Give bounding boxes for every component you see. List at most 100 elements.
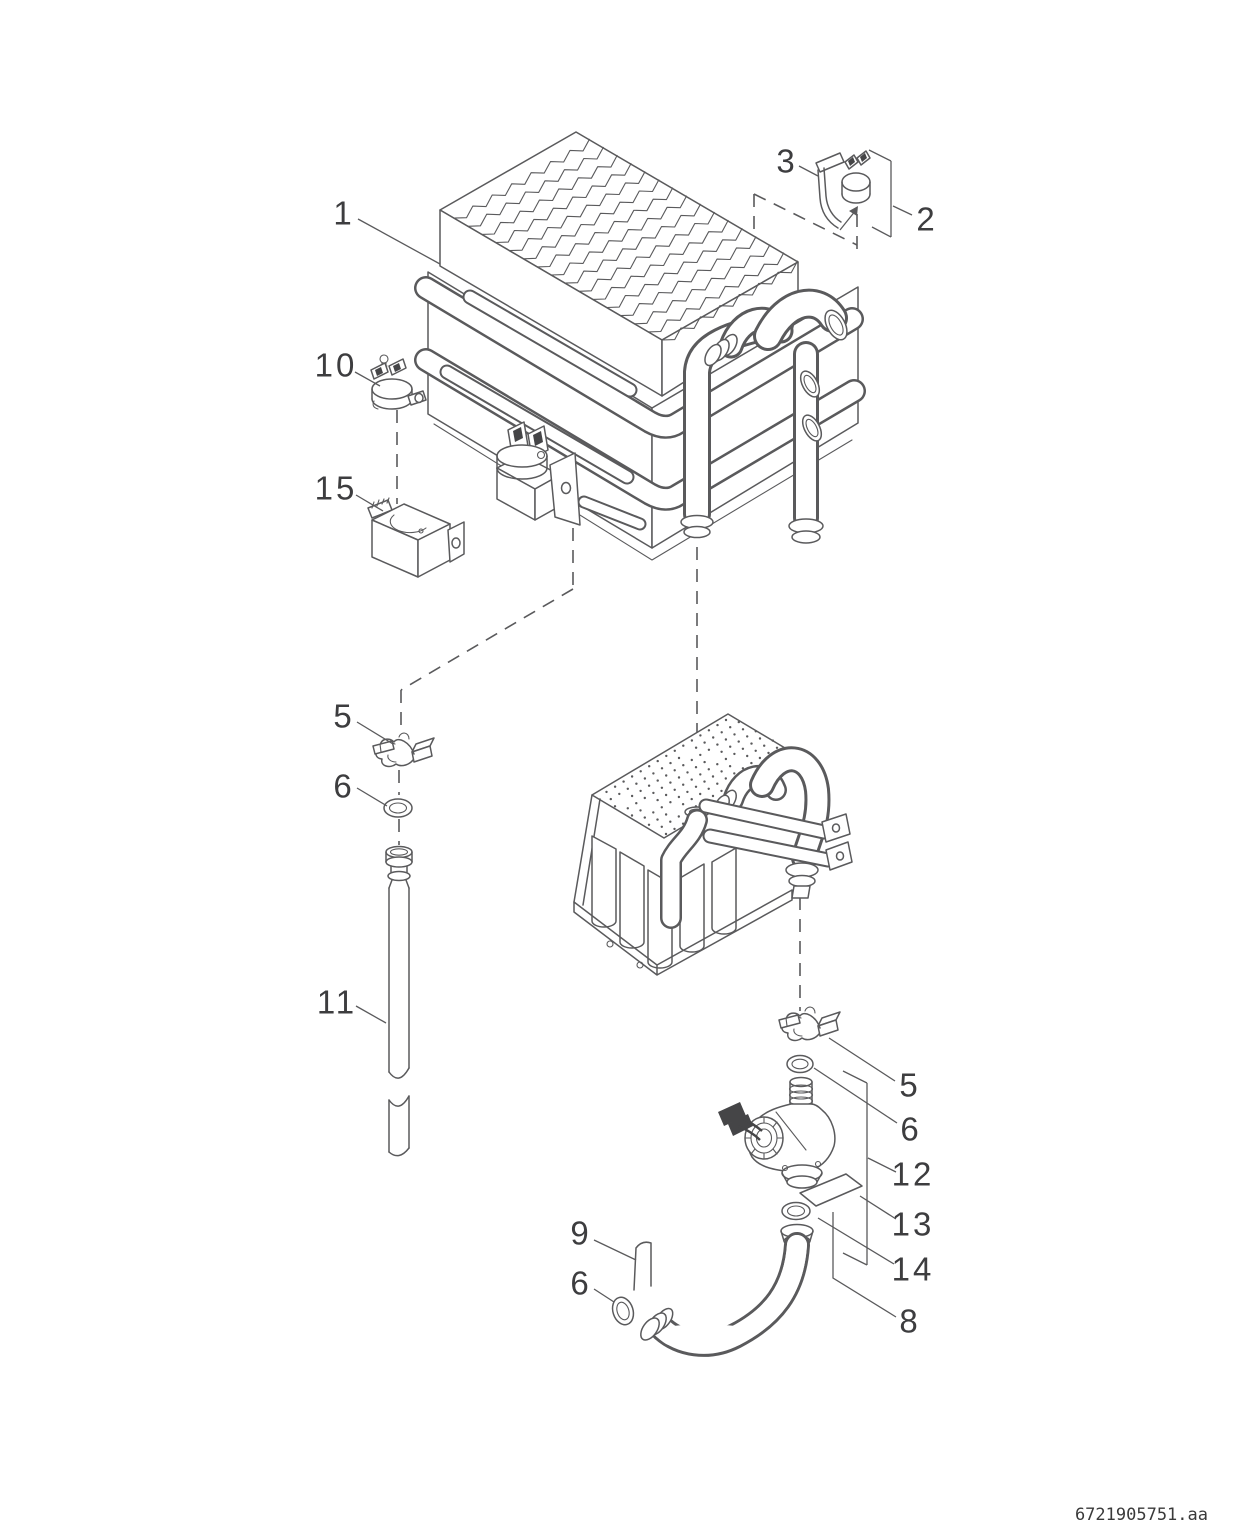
fin-line: [647, 252, 785, 333]
o-ring-6-left: [383, 798, 413, 818]
fin-line: [605, 228, 743, 309]
perforation-dot: [656, 818, 659, 821]
perforation-dot: [716, 723, 719, 727]
perforation-dot: [724, 718, 728, 722]
callout-label-5: 5: [899, 1067, 920, 1104]
manifold-tubes: [591, 835, 737, 969]
fin-line: [564, 203, 701, 284]
perforation-dot: [720, 731, 723, 734]
callout-label-13: 13: [892, 1206, 935, 1243]
perforation-dot: [699, 773, 702, 776]
fin-line: [481, 154, 618, 235]
perforation-dot: [681, 803, 685, 806]
retaining-clip: [372, 732, 435, 768]
perforation-dot: [737, 740, 740, 743]
callout-label-12: 12: [892, 1156, 935, 1193]
callout-leader-lines: [354, 165, 898, 1318]
perforation-dot: [664, 813, 668, 816]
perforation-dot: [630, 814, 634, 817]
fin-line: [508, 171, 646, 252]
callout-label-15: 15: [315, 470, 358, 507]
perforation-dot: [677, 776, 681, 779]
o-ring-6-right: [786, 1054, 814, 1074]
perforation-dot: [635, 802, 638, 805]
pin-part9: [633, 1241, 652, 1291]
perforation-dot: [733, 733, 736, 736]
callout-label-10: 10: [315, 347, 358, 384]
fin-line: [494, 163, 632, 244]
perforation-dot: [673, 749, 676, 752]
connection-pipes: [680, 288, 848, 544]
perforation-dot: [711, 775, 715, 778]
perforation-dot: [677, 756, 681, 760]
o-ring-6-bottom: [611, 1296, 635, 1326]
perforation-dot: [656, 779, 659, 782]
perforation-dot: [750, 761, 753, 765]
fin-line: [453, 138, 590, 219]
bracket-part15: [367, 497, 465, 578]
mounted-thermostat: [496, 421, 581, 526]
perforation-dot: [682, 764, 685, 767]
callout-label-6: 6: [333, 768, 354, 805]
perforation-dot: [771, 739, 774, 742]
perforation-dot: [630, 794, 634, 798]
callout-label-5: 5: [333, 698, 354, 735]
perforation-dot: [613, 805, 617, 808]
perforation-dot: [716, 743, 719, 746]
perforation-dot: [648, 765, 651, 768]
perforation-dot: [660, 786, 664, 789]
perforation-dot: [707, 768, 710, 771]
perforation-dot: [669, 820, 672, 823]
perforation-dot: [652, 772, 655, 775]
fin-line: [633, 244, 771, 325]
perforation-dot: [677, 815, 680, 818]
callout-label-3: 3: [776, 143, 797, 180]
thermostat-part10: [370, 354, 427, 410]
fin-line: [550, 195, 688, 276]
perforation-dot: [652, 791, 655, 795]
perforation-dot: [686, 771, 689, 774]
perforation-dot: [754, 730, 757, 733]
wrap-pipes: [414, 276, 866, 511]
perforation-dot: [673, 788, 676, 791]
pipe-part8: [640, 1223, 814, 1357]
perforation-dot: [647, 784, 651, 787]
perforation-dot: [763, 744, 766, 747]
o-ring-14: [781, 1201, 811, 1221]
fin-line: [467, 146, 604, 227]
perforation-dot: [703, 780, 706, 783]
perforation-dot: [643, 796, 646, 800]
perforation-dot: [690, 758, 693, 762]
burner-manifold-assembly: [573, 713, 853, 976]
perforation-dot: [665, 774, 668, 777]
perforation-dot: [758, 737, 762, 740]
panel-slots: [439, 289, 647, 531]
perforation-dot: [746, 735, 749, 738]
perforation-dot: [643, 777, 647, 780]
perforation-dot: [724, 757, 728, 761]
perforation-dot: [639, 789, 642, 793]
perforation-dot: [703, 760, 706, 764]
perforation-dot: [639, 809, 642, 812]
flow-sensor-part12: [718, 1076, 836, 1189]
callout-label-14: 14: [892, 1251, 935, 1288]
perforation-dot: [686, 790, 689, 794]
perforation-dot: [724, 738, 728, 741]
perforation-dot: [673, 827, 676, 831]
callout-label-9: 9: [570, 1215, 591, 1252]
callout-label-6: 6: [570, 1265, 591, 1302]
fin-line: [522, 179, 660, 260]
perforation-dot: [660, 825, 663, 828]
perforation-dot: [711, 794, 715, 798]
callout-label-1: 1: [333, 195, 354, 232]
pipe-part11: [385, 845, 413, 1157]
perforation-dot: [690, 797, 693, 801]
perforation-dot: [609, 797, 612, 801]
perforation-dot: [690, 739, 694, 742]
gasket-part13: [799, 1173, 863, 1207]
perforation-dot: [630, 775, 634, 778]
callout-2-bracket: [868, 149, 913, 238]
